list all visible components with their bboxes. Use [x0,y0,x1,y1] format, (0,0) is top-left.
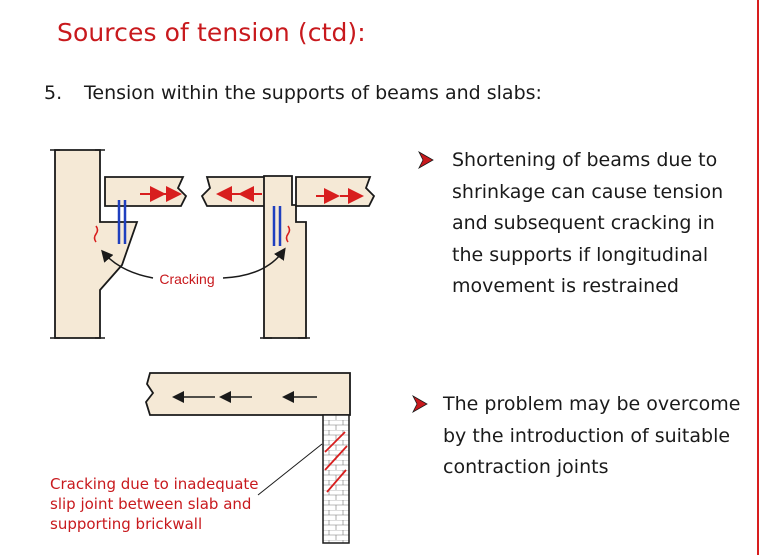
arrowhead-bullet-icon [412,395,428,413]
crack-mark-right [285,225,291,243]
slide-border-line [757,0,759,555]
cracking-label: Cracking [159,271,214,287]
bullet-shortening: Shortening of beams due to shrinkage can… [418,145,748,303]
slide-title: Sources of tension (ctd): [57,18,366,47]
arrowhead-bullet-icon [418,151,434,169]
bullet-text: The problem may be overcome by the intro… [443,393,741,478]
item-number: 5. [44,82,63,104]
roof-slab [145,372,351,416]
bullet-text: Shortening of beams due to shrinkage can… [452,149,724,297]
crack-mark-left [93,225,99,243]
left-column [50,149,139,339]
right-beam [295,176,376,207]
item-heading-row: 5. Tension within the supports of beams a… [44,82,542,104]
bullet-contraction-joints: The problem may be overcome by the intro… [412,389,742,484]
item-heading: Tension within the supports of beams and… [84,82,542,104]
left-beam [104,176,188,244]
supporting-brickwall [322,414,350,544]
brickwall-caption: Cracking due to inadequate slip joint be… [50,475,259,533]
